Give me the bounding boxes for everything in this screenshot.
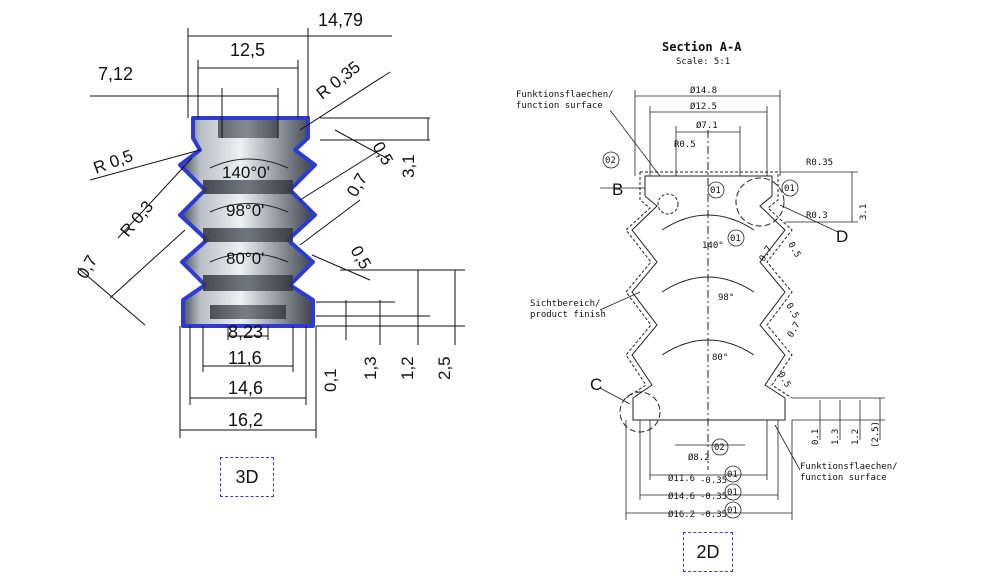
dim2d-h2-5: (2.5) — [871, 421, 881, 448]
dim-0-5-top: 0,5 — [369, 139, 397, 169]
dim2d-s0-5a: 0.5 — [785, 241, 802, 260]
letter-d: D — [836, 227, 848, 246]
angle2d-98: 98° — [718, 293, 734, 303]
dim2d-s0-7a: 0.7 — [758, 244, 775, 263]
left-3d-drawing: 14,79 12,5 7,12 R 0,35 R 0,5 R 0,3 0,7 0… — [73, 10, 465, 438]
dim2d-h1-3: 1.3 — [831, 429, 841, 445]
dim2d-d14-6: Ø14.6 — [668, 491, 695, 502]
dim2d-h1-2: 1.2 — [851, 429, 861, 445]
note-func-top-1: Funktionsflaechen/ — [516, 90, 614, 100]
dim2d-d14-8: Ø14.8 — [690, 85, 717, 96]
dim2d-tol-1: -0.35 — [700, 476, 727, 486]
right-2d-drawing: Section A-A Scale: 5:1 — [516, 40, 898, 520]
callout-01-e: 01 — [727, 488, 738, 498]
dim-0-5-mid: 0,5 — [347, 243, 375, 273]
dim-8-23: 8,23 — [228, 322, 263, 342]
dim-7-12: 7,12 — [98, 64, 133, 84]
dim-r-0-35: R 0,35 — [313, 57, 364, 103]
section-title: Section A-A — [662, 40, 742, 54]
dim2d-s0-5b: 0.5 — [783, 302, 800, 321]
right-dimension-lines — [599, 90, 885, 520]
dim2d-d7-1: Ø7.1 — [696, 120, 718, 131]
angle-140: 140°0' — [222, 163, 270, 182]
bellows-3d-body — [178, 116, 317, 328]
dim2d-d11-6: Ø11.6 — [668, 473, 695, 484]
dim2d-d16-2: Ø16.2 — [668, 509, 695, 520]
dim-16-2: 16,2 — [228, 410, 263, 430]
angle-98: 98°0' — [226, 201, 264, 220]
note-func-bottom-2: function surface — [800, 473, 887, 483]
dim-r-0-5: R 0,5 — [91, 146, 136, 178]
dim-h-1-2: 1,2 — [398, 356, 417, 380]
note-func-top-2: function surface — [516, 101, 603, 111]
callout-01-f: 01 — [727, 506, 738, 516]
dim-0-7-left: 0,7 — [73, 252, 101, 282]
dim-h-1-3: 1,3 — [361, 356, 380, 380]
dim-3-1: 3,1 — [399, 154, 418, 178]
callout-circles — [602, 151, 799, 519]
callout-02-b: 02 — [714, 443, 725, 453]
dim2d-s0-5c: 0.5 — [775, 371, 792, 390]
dim2d-h3-1: 3.1 — [859, 204, 869, 220]
label-2d: 2D — [683, 532, 733, 572]
dim2d-r0-3: R0.3 — [806, 211, 828, 221]
angle2d-140: 140° — [702, 241, 724, 251]
dim2d-r0-35: R0.35 — [806, 158, 833, 168]
letter-c: C — [590, 375, 602, 394]
dim2d-d8-2: Ø8.2 — [688, 452, 710, 463]
callout-01-c: 01 — [730, 234, 741, 244]
dim-r-0-3: R 0,3 — [117, 197, 158, 240]
note-func-bottom-1: Funktionsflaechen/ — [800, 462, 898, 472]
dim-h-0-1: 0,1 — [321, 368, 340, 392]
note-sicht-2: product finish — [530, 310, 606, 320]
dim-14-6: 14,6 — [228, 378, 263, 398]
letter-b: B — [612, 180, 623, 199]
dim-h-2-5: 2,5 — [435, 356, 454, 380]
callout-01-a: 01 — [710, 186, 721, 196]
bellows-2d-outline — [619, 130, 793, 470]
section-scale: Scale: 5:1 — [676, 57, 730, 67]
dim-11-6: 11,6 — [228, 348, 262, 368]
dim2d-h0-1: 0.1 — [811, 429, 821, 445]
dim2d-r0-5: R0.5 — [674, 140, 696, 150]
note-sicht-1: Sichtbereich/ — [530, 299, 600, 309]
dim2d-tol-3: -0.35 — [700, 510, 727, 520]
callout-01-d: 01 — [727, 470, 738, 480]
callout-01-b: 01 — [784, 184, 795, 194]
callout-02-a: 02 — [605, 156, 616, 166]
angle2d-80: 80° — [712, 353, 728, 363]
dim-14-79: 14,79 — [318, 10, 363, 30]
dim2d-tol-2: -0.35 — [700, 492, 727, 502]
dim2d-s0-7b: 0.7 — [786, 320, 803, 339]
angle-80: 80°0' — [226, 249, 264, 268]
left-dimension-lines — [77, 28, 465, 438]
dim2d-d12-5: Ø12.5 — [690, 101, 717, 112]
label-3d: 3D — [220, 457, 274, 497]
dim-12-5: 12,5 — [230, 40, 265, 60]
dim-0-7-right: 0,7 — [343, 170, 371, 200]
